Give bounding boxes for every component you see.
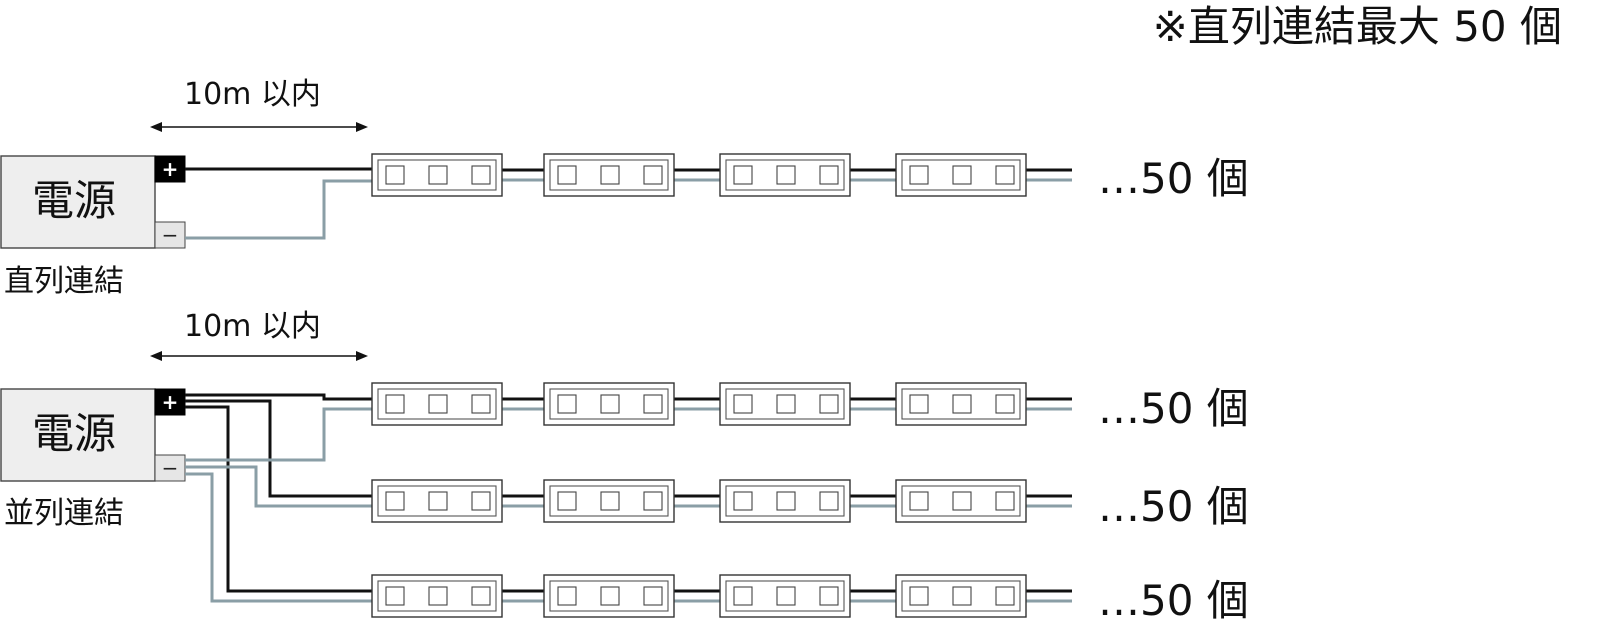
parallel-row-1-count: …50 個 — [1098, 384, 1249, 433]
parallel-row-1-led-module-2-chip-2 — [600, 394, 620, 414]
series-row-1-led-module-1-chip-1 — [385, 165, 405, 185]
series-row-1-led-module-2-chip-3 — [643, 165, 663, 185]
parallel-row-3-led-module-2-inner — [549, 580, 669, 612]
parallel-distance-arrow-head-right — [356, 351, 368, 361]
series-row-1-led-module-4-chip-2 — [952, 165, 972, 185]
parallel-row-1-led-module-1-chip-3 — [471, 394, 491, 414]
series-plus-sign: + — [162, 157, 179, 181]
parallel-row-2-led-module-3-inner — [725, 485, 845, 517]
series-distance-arrow-head-left — [150, 122, 162, 132]
parallel-caption: 並列連結 — [4, 496, 124, 531]
parallel-row-1-led-module-3-chip-3 — [819, 394, 839, 414]
parallel-row-2-led-module-2-chip-2 — [600, 491, 620, 511]
parallel-distance-arrow-head-left — [150, 351, 162, 361]
series-row-1-led-module-3-chip-1 — [733, 165, 753, 185]
series-row-1-led-module-4-chip-3 — [995, 165, 1015, 185]
series-negative-feed — [185, 179, 372, 240]
parallel-row-1-led-module-3-chip-2 — [776, 394, 796, 414]
parallel-row-2-led-module-2-chip-3 — [643, 491, 663, 511]
parallel-row-2-led-module-4-chip-1 — [909, 491, 929, 511]
series-row-1-led-module-1-chip-2 — [428, 165, 448, 185]
parallel-positive-feed-2 — [185, 399, 372, 498]
parallel-distance-label: 10m 以内 — [184, 309, 321, 344]
parallel-row-2-led-module-1-chip-2 — [428, 491, 448, 511]
parallel-row-3-led-module-1-chip-1 — [385, 586, 405, 606]
parallel-row-3-led-module-4-inner — [901, 580, 1021, 612]
parallel-row-2-led-module-1-inner — [377, 485, 497, 517]
series-row-1-led-module-3-chip-2 — [776, 165, 796, 185]
parallel-row-1-led-module-4-chip-1 — [909, 394, 929, 414]
series-row-1-led-module-3-inner — [725, 159, 845, 191]
series-row-1-led-module-2-chip-2 — [600, 165, 620, 185]
series-row-1-led-module-2-chip-1 — [557, 165, 577, 185]
parallel-row-3-count: …50 個 — [1098, 576, 1249, 625]
parallel-row-1-led-module-2-chip-1 — [557, 394, 577, 414]
parallel-row-1-led-module-2-inner — [549, 388, 669, 420]
parallel-row-2-led-module-3-chip-3 — [819, 491, 839, 511]
series-power-box — [0, 155, 156, 249]
parallel-row-3-led-module-4-chip-2 — [952, 586, 972, 606]
parallel-row-1-led-module-4-chip-3 — [995, 394, 1015, 414]
series-row-1-led-module-4-chip-1 — [909, 165, 929, 185]
series-distance-label: 10m 以内 — [184, 77, 321, 112]
parallel-negative-feed-3 — [185, 472, 372, 603]
parallel-negative-feed-1 — [185, 407, 372, 462]
parallel-row-3-led-module-2-chip-2 — [600, 586, 620, 606]
parallel-row-2-led-module-2-chip-1 — [557, 491, 577, 511]
parallel-row-3-led-module-4-chip-1 — [909, 586, 929, 606]
parallel-row-2-led-module-4-inner — [901, 485, 1021, 517]
parallel-row-3-led-module-1-chip-3 — [471, 586, 491, 606]
parallel-row-2-led-module-3-chip-1 — [733, 491, 753, 511]
parallel-row-1-led-module-4-chip-2 — [952, 394, 972, 414]
parallel-row-1-led-module-1-chip-2 — [428, 394, 448, 414]
series-row-1-led-module-1-chip-3 — [471, 165, 491, 185]
parallel-plus-sign: + — [162, 390, 179, 414]
parallel-row-3-led-module-4-chip-3 — [995, 586, 1015, 606]
parallel-row-1-led-module-1-inner — [377, 388, 497, 420]
series-row-1-led-module-1-inner — [377, 159, 497, 191]
parallel-row-2-led-module-4-chip-3 — [995, 491, 1015, 511]
parallel-row-1-led-module-3-inner — [725, 388, 845, 420]
parallel-row-2-led-module-1-chip-3 — [471, 491, 491, 511]
max-series-note: ※直列連結最大 50 個 — [1152, 2, 1562, 51]
parallel-row-1-led-module-4-inner — [901, 388, 1021, 420]
parallel-power-box — [0, 388, 156, 482]
series-distance-arrow-head-right — [356, 122, 368, 132]
parallel-plus-terminal — [154, 388, 186, 416]
parallel-row-2-led-module-1-chip-1 — [385, 491, 405, 511]
series-plus-terminal — [154, 155, 186, 183]
parallel-row-2-led-module-2-inner — [549, 485, 669, 517]
parallel-minus-sign: − — [162, 456, 179, 480]
series-minus-sign: − — [162, 223, 179, 247]
parallel-row-3-led-module-2-chip-3 — [643, 586, 663, 606]
series-row-1-led-module-3-chip-3 — [819, 165, 839, 185]
parallel-row-2-led-module-3-chip-2 — [776, 491, 796, 511]
parallel-row-1-led-module-1-chip-1 — [385, 394, 405, 414]
parallel-row-3-led-module-2-chip-1 — [557, 586, 577, 606]
series-row-1-count: …50 個 — [1098, 154, 1249, 203]
series-row-1-led-module-2-inner — [549, 159, 669, 191]
parallel-row-3-led-module-3-chip-2 — [776, 586, 796, 606]
parallel-negative-feed-2 — [185, 465, 372, 508]
parallel-row-3-led-module-3-inner — [725, 580, 845, 612]
parallel-row-3-led-module-3-chip-3 — [819, 586, 839, 606]
series-minus-terminal — [154, 221, 186, 249]
parallel-positive-feed-1 — [185, 393, 372, 401]
series-power-label: 電源 — [32, 176, 117, 225]
parallel-power-label: 電源 — [32, 409, 117, 458]
series-caption: 直列連結 — [4, 264, 124, 299]
parallel-row-3-led-module-1-inner — [377, 580, 497, 612]
parallel-row-2-count: …50 個 — [1098, 482, 1249, 531]
parallel-row-3-led-module-3-chip-1 — [733, 586, 753, 606]
series-row-1-led-module-4-inner — [901, 159, 1021, 191]
parallel-row-2-led-module-4-chip-2 — [952, 491, 972, 511]
parallel-row-1-led-module-2-chip-3 — [643, 394, 663, 414]
parallel-row-3-led-module-1-chip-2 — [428, 586, 448, 606]
parallel-positive-feed-3 — [185, 405, 372, 593]
parallel-row-1-led-module-3-chip-1 — [733, 394, 753, 414]
